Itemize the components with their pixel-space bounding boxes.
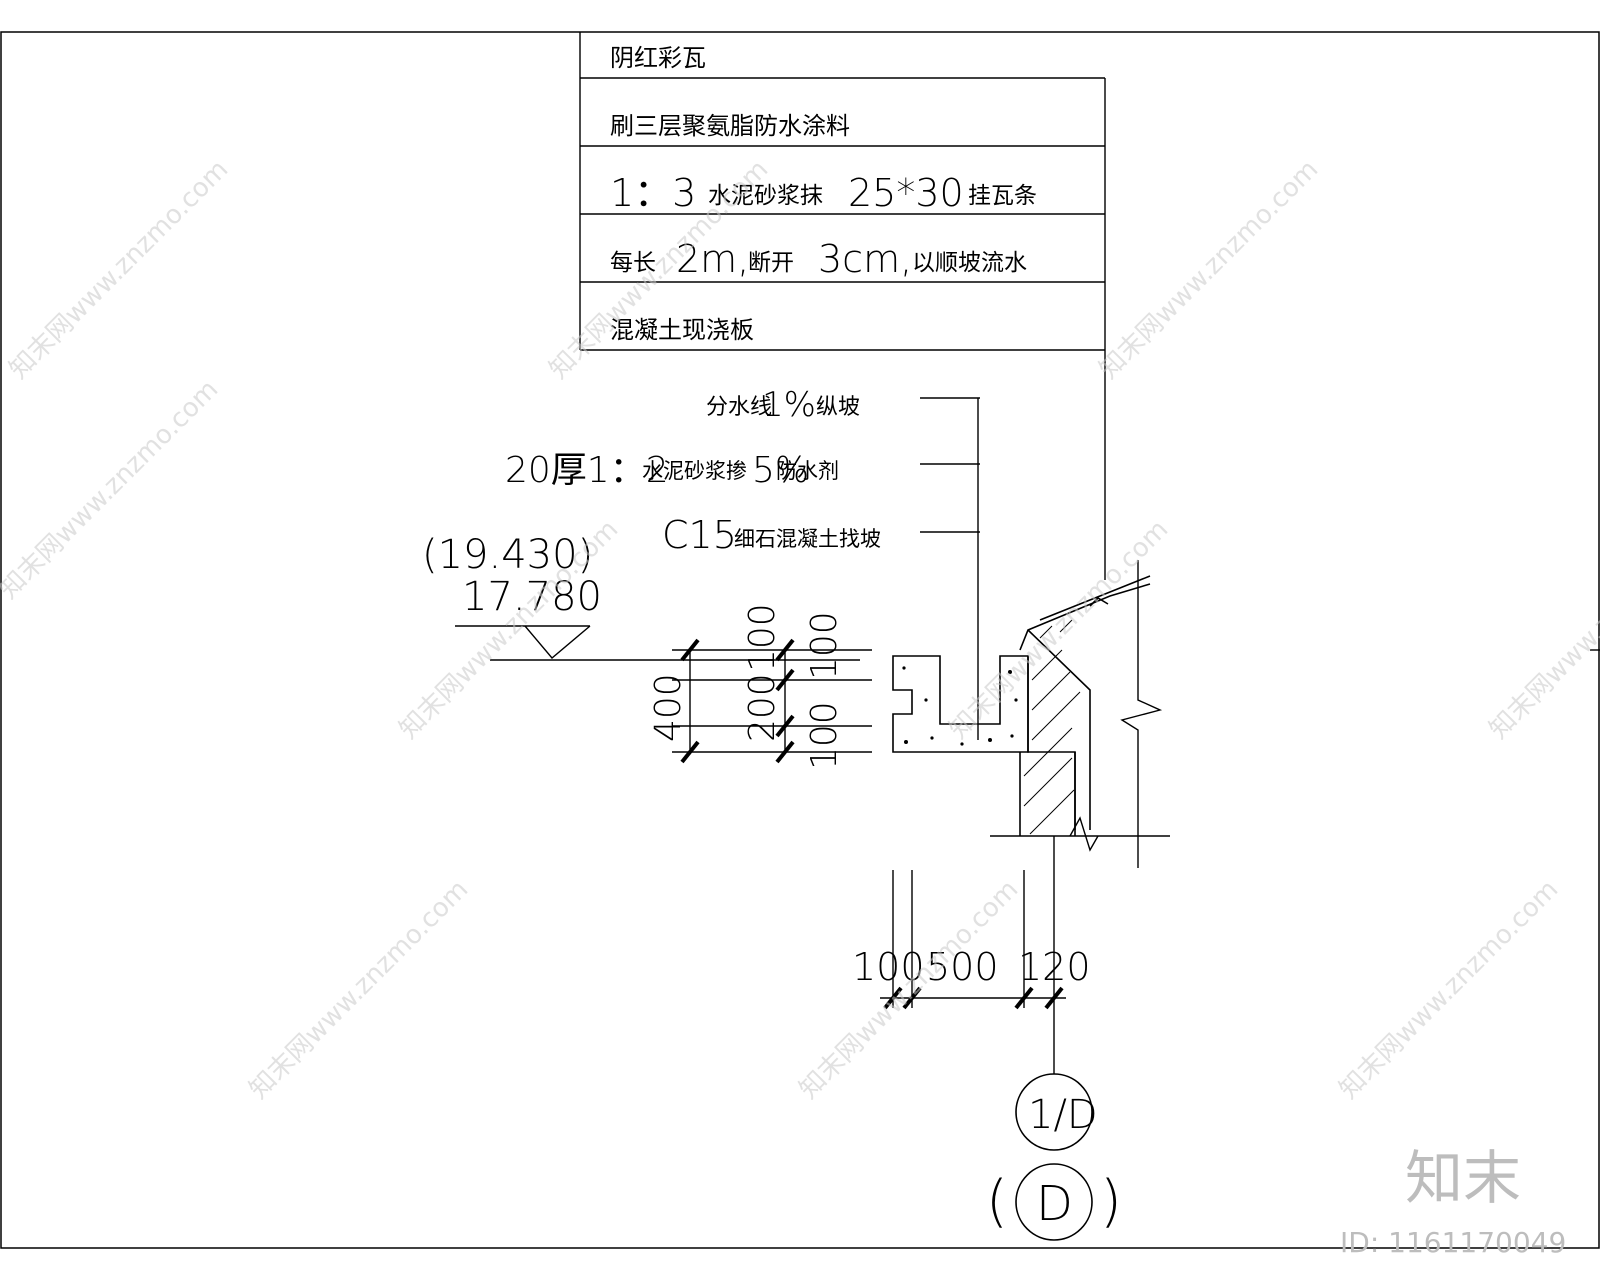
dim-200: 200: [742, 673, 783, 742]
dim-ticks-vertical: [680, 638, 795, 764]
concrete-dots: [902, 666, 1018, 746]
axis-bottom-label: D: [1036, 1176, 1073, 1232]
layer-3-ratio: 1：3: [610, 171, 696, 215]
dim-w120: 120: [1018, 945, 1091, 989]
layer-3-batten: 挂瓦条: [968, 183, 1037, 209]
note-2-thickness: 20厚1：2: [505, 450, 669, 491]
watermark-4: 知末网www.znzmo.com: [0, 374, 224, 605]
dim-100-bottom: 100: [804, 701, 845, 770]
layer-4-break: 断开: [748, 250, 794, 276]
watermark-3: 知末网www.znzmo.com: [1094, 154, 1325, 385]
brand-logo: 知末: [1405, 1144, 1521, 1212]
elevation-upper: (19.430): [422, 532, 593, 578]
watermark-1: 知末网www.znzmo.com: [4, 154, 235, 385]
layer-4-length: 2m,: [676, 237, 749, 281]
dim-w500: 500: [926, 945, 999, 989]
dim-ticks-horizontal: [883, 986, 1064, 1010]
layer-3-mortar: 水泥砂浆抹: [708, 183, 823, 209]
note-3-grade: C15: [662, 513, 737, 557]
layer-5-label: 混凝土现浇板: [610, 316, 754, 344]
note-2-mortar: 水泥砂浆掺: [642, 459, 747, 483]
gutter-section: [892, 575, 1151, 836]
dim-400: 400: [648, 673, 689, 742]
watermark-layer: 知末网www.znzmo.com 知末网www.znzmo.com 知末网www…: [0, 154, 1600, 1105]
dim-100-mid: 100: [742, 603, 783, 672]
layer-3-batten-size: 25*30: [848, 171, 964, 215]
note-leaders: [920, 397, 980, 740]
watermark-7: 知末网www.znzmo.com: [1484, 514, 1600, 745]
note-3-concrete: 细石混凝土找坡: [734, 527, 881, 551]
note-1-ridge: 分水线: [706, 395, 772, 420]
layer-4-gap: 3cm,: [818, 237, 912, 281]
gutter-hatch: [1023, 619, 1081, 835]
layer-1-label: 阴红彩瓦: [610, 44, 706, 72]
note-1-slope: 纵坡: [816, 395, 860, 420]
watermark-10: 知末网www.znzmo.com: [1334, 874, 1565, 1105]
axis-close-paren: ): [1100, 1169, 1122, 1234]
axis-markers: [1015, 1073, 1093, 1241]
note-2-agent: 防水剂: [776, 459, 839, 483]
vertical-dimensions: [672, 649, 872, 753]
axis-open-paren: (: [986, 1169, 1008, 1234]
drawing-id: ID: 1161170049: [1340, 1226, 1566, 1259]
elevation-lower: 17.780: [462, 574, 602, 620]
layer-2-label: 刷三层聚氨脂防水涂料: [610, 112, 850, 140]
layer-4-every: 每长: [610, 250, 656, 276]
layer-table: [579, 32, 1106, 580]
wall-break-line: [990, 560, 1600, 868]
watermark-8: 知末网www.znzmo.com: [244, 874, 475, 1105]
elevation-symbol: [455, 625, 860, 661]
dim-100-top: 100: [804, 611, 845, 680]
dim-w100: 100: [852, 945, 925, 989]
layer-4-drain: 以顺坡流水: [912, 250, 1027, 276]
note-2-percent: 5%: [752, 450, 809, 491]
watermark-9: 知末网www.znzmo.com: [794, 874, 1025, 1105]
sheet-border: [0, 31, 1600, 1249]
axis-top-label: 1/D: [1028, 1092, 1098, 1138]
note-1-percent: 1%: [762, 385, 816, 425]
